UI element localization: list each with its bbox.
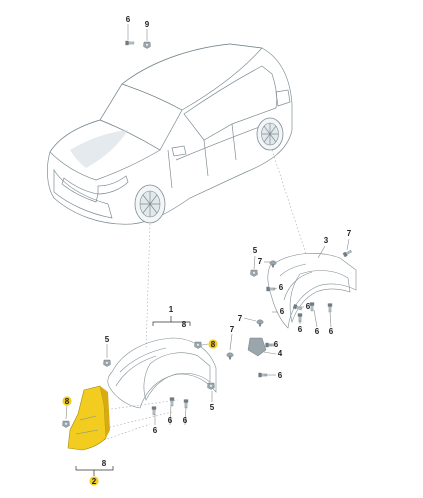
car-grille <box>61 177 99 203</box>
car-side-door-lines <box>167 123 263 189</box>
clip-nut-icon <box>62 420 70 428</box>
car-front-wheel <box>134 184 166 224</box>
rear-right-bolt-b[interactable] <box>327 303 333 313</box>
callout-rear-liner: 3 <box>324 236 329 245</box>
callout-front-clip-left: 5 <box>105 335 110 344</box>
bolt-icon <box>151 406 157 416</box>
rear-front-rivet[interactable] <box>226 352 234 360</box>
callout-labels: 6 9 3 7 5 7 6 6 6 6 6 6 7 4 6 6 1 8 7 8 … <box>62 15 352 486</box>
callout-rear-screw-top: 7 <box>347 229 352 238</box>
callout-mudflap-sub: 8 <box>102 459 107 468</box>
front-wheel-arch-liner[interactable] <box>107 337 217 409</box>
callout-rear-bottom-bolt: 6 <box>278 371 283 380</box>
callout-rear-left-bolt: 6 <box>306 302 311 311</box>
callout-leaders <box>65 24 350 426</box>
callout-rear-clip-left: 5 <box>253 246 258 255</box>
callout-rear-bracket-bolt: 6 <box>274 340 279 349</box>
callout-rear-front-rivet: 7 <box>230 325 235 334</box>
callout-rear-bracket: 4 <box>278 349 283 358</box>
callout-front-right-clip: 5 <box>210 403 215 412</box>
rear-bottom-bolt-b[interactable] <box>309 302 315 312</box>
front-right-clip[interactable] <box>207 382 215 390</box>
mudflap[interactable] <box>67 385 110 451</box>
callout-front-bottom-bolt: 6 <box>153 426 158 435</box>
bolt-icon <box>342 248 353 258</box>
clip-nut-icon <box>194 341 202 349</box>
top-bolt[interactable] <box>125 40 135 46</box>
leader-rear-wheel <box>271 149 307 255</box>
car-mirror <box>171 145 187 157</box>
car-hood <box>49 119 161 181</box>
front-clip-highlighted[interactable] <box>194 341 202 349</box>
rear-clip-left[interactable] <box>250 269 258 277</box>
bracket-icon <box>247 337 267 357</box>
car-illustration <box>47 43 293 225</box>
bolt-icon <box>169 397 175 407</box>
mudflap-clip[interactable] <box>62 420 70 428</box>
callout-front-clip-highlighted: 8 <box>211 340 216 349</box>
clip-nut-icon <box>250 269 258 277</box>
callout-mudflap: 2 <box>92 477 97 486</box>
callout-rear-right-bolt-b: 6 <box>329 327 334 336</box>
callout-rear-right-bolt-a: 6 <box>280 307 285 316</box>
car-headlight <box>97 175 129 195</box>
leader-front-wheel <box>145 223 151 351</box>
expanding-rivet-icon <box>256 319 264 327</box>
callout-rear-lower-rivet: 7 <box>238 314 243 323</box>
clip-nut-icon <box>143 41 151 49</box>
clip-nut-icon <box>103 359 111 367</box>
leader-mudflap-b <box>105 411 173 429</box>
bolt-icon <box>327 303 333 313</box>
bolt-icon <box>309 302 315 312</box>
car-roof <box>121 43 263 111</box>
callout-highlight-marker <box>62 396 72 406</box>
rear-lower-rivet[interactable] <box>256 319 264 327</box>
front-bottom-bolt-c[interactable] <box>183 399 189 409</box>
callout-rear-bottom-bolt-a: 6 <box>298 325 303 334</box>
rear-screw-top[interactable] <box>342 248 353 258</box>
callout-top-bolt: 6 <box>126 15 131 24</box>
rear-bracket[interactable] <box>247 337 267 357</box>
rear-wheel-arch-liner[interactable] <box>267 253 357 329</box>
callout-highlight-marker <box>89 476 99 486</box>
expanding-rivet-icon <box>269 260 277 268</box>
callout-rear-rivet-left: 7 <box>258 257 263 266</box>
clip-nut-icon <box>207 382 215 390</box>
leader-mudflap-c <box>103 423 151 441</box>
callout-rear-bottom-bolt-b: 6 <box>315 327 320 336</box>
car-taillight <box>275 89 291 107</box>
car-rear-wheel <box>256 117 284 151</box>
top-clip[interactable] <box>143 41 151 49</box>
car-front-bumper <box>53 168 113 219</box>
front-clip-left[interactable] <box>103 359 111 367</box>
bolt-icon <box>125 40 135 46</box>
callout-top-clip: 9 <box>145 20 150 29</box>
callout-front-bottom-bolt-b: 6 <box>168 416 173 425</box>
car-side-windows <box>183 65 278 141</box>
callout-front-liner: 1 <box>169 305 174 314</box>
callout-highlight-marker <box>208 339 218 349</box>
bracket-part-2 <box>75 466 114 476</box>
callout-mudflap-clip: 8 <box>65 397 70 406</box>
front-bottom-bolt[interactable] <box>151 406 157 416</box>
bracket-part-1 <box>152 316 191 326</box>
car-hood-shade <box>70 130 128 168</box>
callout-front-liner-sub: 8 <box>182 320 187 329</box>
front-bottom-bolt-b[interactable] <box>169 397 175 407</box>
expanding-rivet-icon <box>226 352 234 360</box>
bolt-icon <box>183 399 189 409</box>
callout-front-bottom-bolt-c: 6 <box>183 416 188 425</box>
rear-rivet-left[interactable] <box>269 260 277 268</box>
callout-rear-mid-clip: 6 <box>279 283 284 292</box>
